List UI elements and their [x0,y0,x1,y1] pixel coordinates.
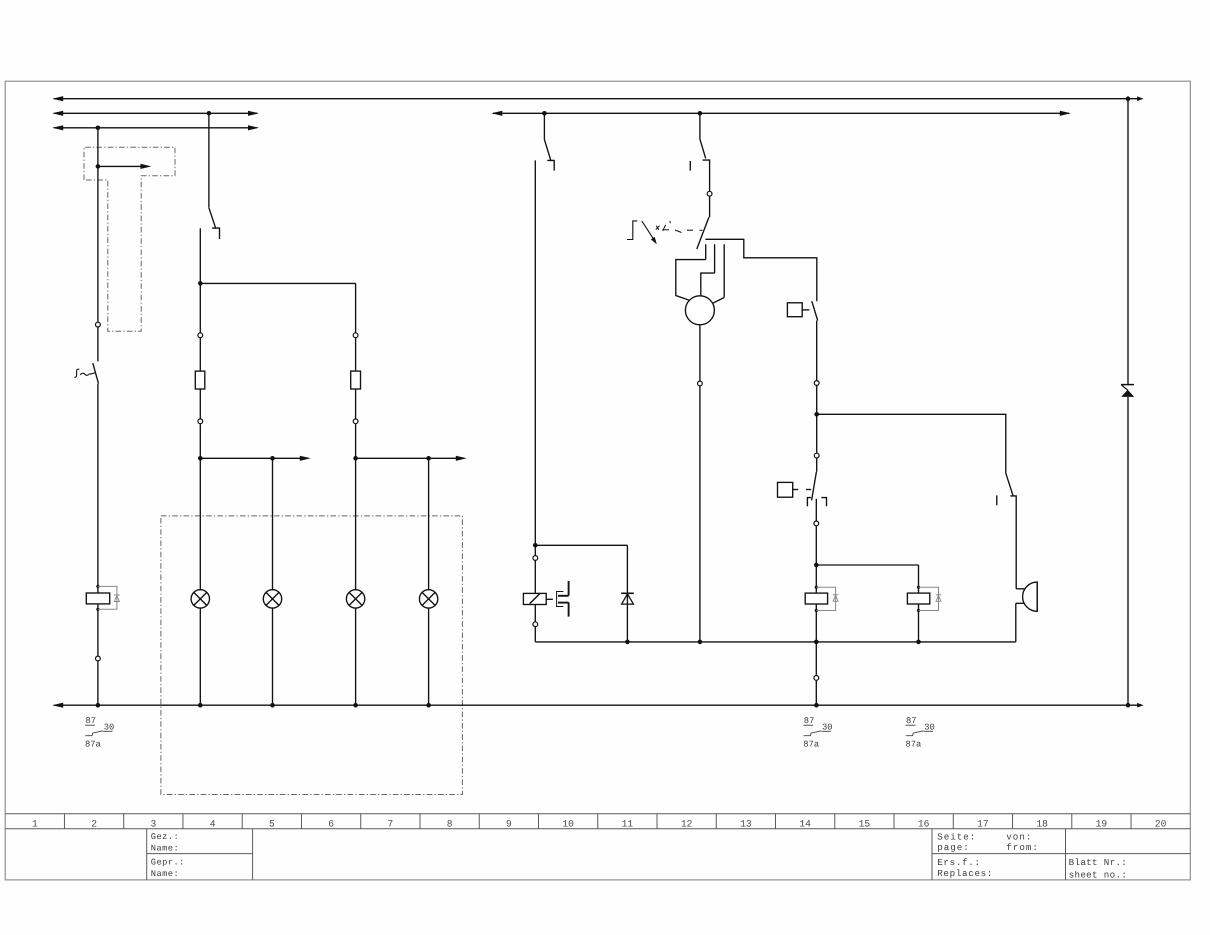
svg-text:16: 16 [918,818,930,829]
svg-text:14: 14 [799,818,811,829]
svg-text:87a: 87a [906,739,922,749]
svg-text:30: 30 [822,723,833,733]
svg-text:87: 87 [86,716,97,726]
svg-text:Seite:: Seite: [937,831,976,842]
svg-text:15: 15 [859,818,871,829]
svg-text:Gez.:: Gez.: [151,832,179,842]
svg-text:6: 6 [328,818,334,829]
svg-text:19: 19 [1096,818,1108,829]
svg-text:10: 10 [562,818,574,829]
svg-text:20: 20 [1155,818,1167,829]
svg-text:Blatt Nr.:: Blatt Nr.: [1069,857,1128,868]
svg-text:87: 87 [906,716,917,726]
svg-text:Gepr.:: Gepr.: [151,858,185,868]
svg-text:from:: from: [1006,842,1039,853]
svg-text:18: 18 [1036,818,1048,829]
svg-text:30: 30 [104,723,115,733]
svg-text:17: 17 [977,818,989,829]
svg-text:8: 8 [447,818,453,829]
svg-text:30: 30 [924,723,935,733]
svg-text:12: 12 [681,818,693,829]
svg-text:87a: 87a [803,739,819,749]
svg-text:Name:: Name: [151,843,179,853]
svg-text:Name:: Name: [151,869,179,879]
svg-text:2: 2 [91,818,97,829]
svg-text:13: 13 [740,818,752,829]
svg-text:von:: von: [1006,831,1032,842]
svg-text:87: 87 [804,716,815,726]
svg-text:9: 9 [506,818,512,829]
svg-text:1: 1 [32,818,38,829]
svg-text:7: 7 [387,818,393,829]
svg-text:87a: 87a [85,739,101,749]
svg-text:page:: page: [937,842,970,853]
svg-text:4: 4 [210,818,216,829]
svg-text:Ers.f.:: Ers.f.: [937,857,981,868]
svg-text:Replaces:: Replaces: [937,868,993,879]
svg-text:5: 5 [269,818,275,829]
svg-text:11: 11 [622,818,634,829]
svg-text:sheet no.:: sheet no.: [1069,869,1128,880]
svg-text:3: 3 [150,818,156,829]
